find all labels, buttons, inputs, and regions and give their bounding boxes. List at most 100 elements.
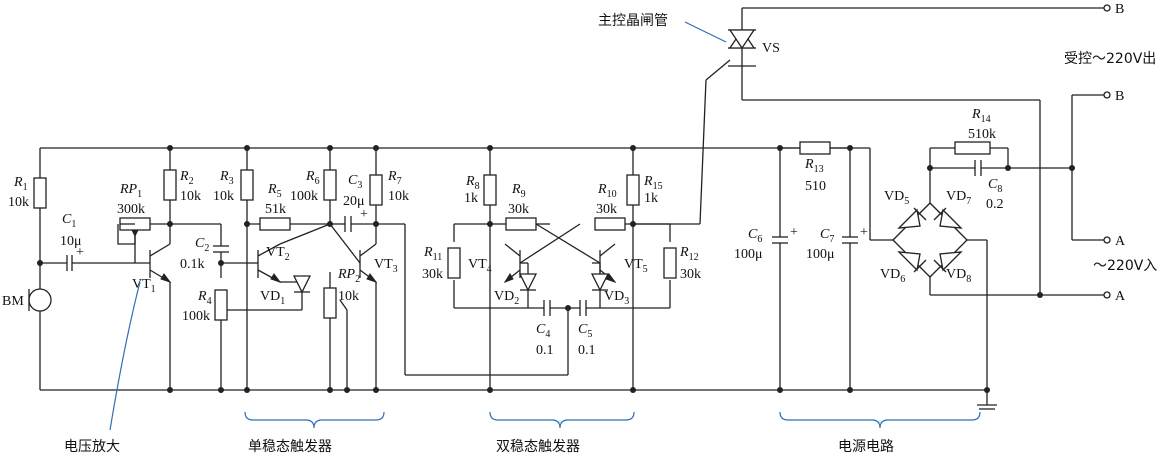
resistor-r11 <box>447 247 461 279</box>
svg-text:30k: 30k <box>680 267 701 282</box>
svg-text:510k: 510k <box>968 127 996 142</box>
svg-text:VD1: VD1 <box>260 289 285 307</box>
resistor-r8 <box>483 174 497 206</box>
svg-text:100k: 100k <box>182 309 210 324</box>
svg-text:R14: R14 <box>971 107 991 125</box>
svg-text:BM: BM <box>2 294 24 309</box>
diode-vd3 <box>590 273 610 292</box>
terminal-a-in <box>1103 236 1111 244</box>
svg-text:30k: 30k <box>596 202 617 217</box>
callout-output: 受控～220V出 <box>1064 51 1156 67</box>
svg-text:C4: C4 <box>536 322 550 340</box>
resistor-r3 <box>240 169 254 201</box>
svg-text:R10: R10 <box>597 182 617 200</box>
svg-text:100μ: 100μ <box>734 247 763 262</box>
thyristor-vs <box>728 28 756 67</box>
svg-text:RP2: RP2 <box>337 267 360 285</box>
svg-text:30k: 30k <box>508 202 529 217</box>
capacitor-c3 <box>344 216 352 232</box>
callout-thyristor-leader <box>684 21 727 43</box>
terminal-b-in <box>1103 91 1111 99</box>
svg-text:C2: C2 <box>195 236 209 254</box>
svg-text:VD2: VD2 <box>494 289 519 307</box>
svg-text:C8: C8 <box>988 177 1002 195</box>
resistor-r7 <box>369 174 383 206</box>
microphone-bm <box>28 288 52 312</box>
diode-vd8 <box>933 251 963 273</box>
potentiometer-rp2 <box>323 287 337 319</box>
svg-text:VT2: VT2 <box>266 245 290 263</box>
resistor-r13 <box>799 141 831 155</box>
svg-text:100k: 100k <box>290 189 318 204</box>
svg-text:C7: C7 <box>820 227 834 245</box>
transistor-vt1 <box>160 273 172 283</box>
polarity-c6: + <box>790 225 798 240</box>
polarity-c1: + <box>76 245 84 260</box>
terminal-a-out <box>1103 291 1111 299</box>
transistor-vt3 <box>366 273 378 283</box>
svg-text:R3: R3 <box>219 169 234 187</box>
svg-text:R6: R6 <box>305 169 320 187</box>
svg-text:0.1k: 0.1k <box>180 257 205 272</box>
polarity-c7: + <box>860 225 868 240</box>
section-braces <box>109 281 981 431</box>
svg-text:VD8: VD8 <box>946 267 971 285</box>
svg-text:R12: R12 <box>679 245 699 263</box>
svg-text:20μ: 20μ <box>343 194 365 209</box>
svg-text:30k: 30k <box>422 267 443 282</box>
svg-text:0.1: 0.1 <box>536 343 554 358</box>
svg-text:R11: R11 <box>423 245 442 263</box>
resistor-r5 <box>259 217 291 231</box>
terminal-label-a-in: A <box>1115 234 1126 249</box>
component-labels: R1 10k C1 10μ RP1 300k R2 10k VT1 BM C2 … <box>2 41 1004 358</box>
svg-text:VD6: VD6 <box>880 267 905 285</box>
resistor-r9 <box>505 217 537 231</box>
svg-text:C6: C6 <box>748 227 762 245</box>
svg-text:R13: R13 <box>804 157 824 175</box>
svg-text:51k: 51k <box>265 202 286 217</box>
svg-text:RP1: RP1 <box>119 182 142 200</box>
section-title-power: 电源电路 <box>838 439 894 455</box>
svg-text:R4: R4 <box>197 289 212 307</box>
svg-text:0.2: 0.2 <box>986 197 1004 212</box>
resistor-r12 <box>663 247 677 279</box>
svg-text:R7: R7 <box>387 169 402 187</box>
polarity-c3: + <box>360 207 368 222</box>
junction-dots <box>37 145 1075 393</box>
svg-text:300k: 300k <box>117 202 145 217</box>
svg-text:R2: R2 <box>179 169 194 187</box>
diode-vd6 <box>897 251 927 273</box>
resistor-r15 <box>626 174 640 206</box>
svg-text:C3: C3 <box>348 173 362 191</box>
resistor-r6 <box>323 169 337 201</box>
svg-text:10k: 10k <box>388 189 409 204</box>
section-title-bi: 双稳态触发器 <box>496 439 580 455</box>
capacitor-c8 <box>974 160 982 176</box>
svg-text:R1: R1 <box>13 175 28 193</box>
svg-text:R15: R15 <box>643 174 663 192</box>
section-title-mono: 单稳态触发器 <box>248 439 332 455</box>
svg-text:R5: R5 <box>267 182 282 200</box>
svg-text:VD5: VD5 <box>884 189 909 207</box>
svg-text:R8: R8 <box>465 174 480 192</box>
capacitor-c4 <box>543 300 551 316</box>
svg-text:10μ: 10μ <box>60 234 82 249</box>
transistor-vt5 <box>605 273 617 283</box>
svg-text:10k: 10k <box>338 289 359 304</box>
diode-vd7 <box>933 207 963 229</box>
diode-vd1 <box>292 275 312 294</box>
resistor-r14 <box>954 141 991 155</box>
capacitor-c5 <box>579 300 587 316</box>
svg-text:VD3: VD3 <box>604 289 629 307</box>
terminal-label-a-out: A <box>1115 289 1126 304</box>
svg-text:VT5: VT5 <box>624 257 648 275</box>
transistor-vt2 <box>270 273 282 283</box>
svg-text:VS: VS <box>762 41 780 56</box>
svg-text:VT1: VT1 <box>132 277 156 295</box>
callout-input: ～220V入 <box>1093 258 1157 274</box>
callout-thyristor: 主控晶闸管 <box>598 13 668 29</box>
svg-text:C1: C1 <box>62 212 76 230</box>
capacitor-c7 <box>842 236 858 244</box>
terminal-b-out <box>1103 4 1111 12</box>
diode-vd2 <box>518 273 538 292</box>
